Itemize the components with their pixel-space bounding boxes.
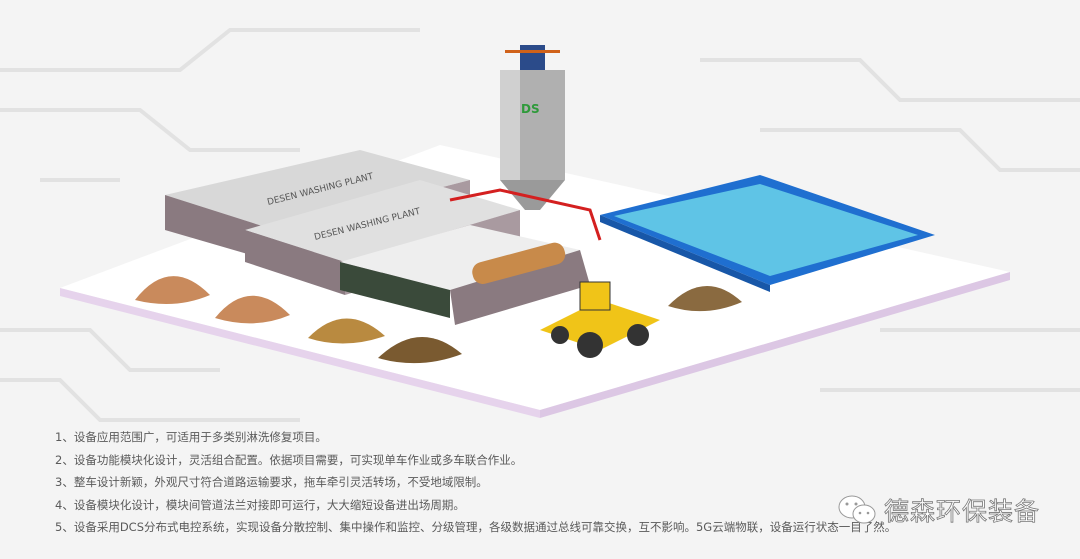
watermark: 德森环保装备	[836, 492, 1040, 528]
wheel-loader	[540, 281, 660, 358]
material-piles	[135, 276, 742, 364]
wechat-icon	[838, 495, 876, 524]
watermark-text: 德森环保装备	[884, 497, 1041, 527]
red-pipe	[449, 188, 602, 241]
circuit-background	[0, 28, 1080, 422]
feature-item: 4、设备模块化设计，模块间管道法兰对接即可运行，大大缩短设备进出场周期。	[55, 497, 465, 512]
silo-logo: DS	[521, 102, 540, 116]
silo: DS	[500, 45, 565, 210]
platform-edge	[60, 288, 540, 418]
feature-item: 1、设备应用范围广，可适用于多类别淋洗修复项目。	[55, 430, 327, 444]
screening-trailer	[340, 225, 590, 325]
feature-item: 2、设备功能模块化设计，灵活组合配置。依据项目需要，可实现单车作业或多车联合作业…	[55, 452, 523, 467]
feature-list: 1、设备应用范围广，可适用于多类别淋洗修复项目。 2、设备功能模块化设计，灵活组…	[55, 426, 896, 539]
feature-item: 5、设备采用DCS分布式电控系统，实现设备分散控制、集中操作和监控、分级管理，各…	[55, 520, 897, 534]
water-pool	[600, 175, 935, 292]
feature-item: 3、整车设计新颖，外观尺寸符合道路运输要求，拖车牵引灵活转场，不受地域限制。	[55, 475, 488, 489]
